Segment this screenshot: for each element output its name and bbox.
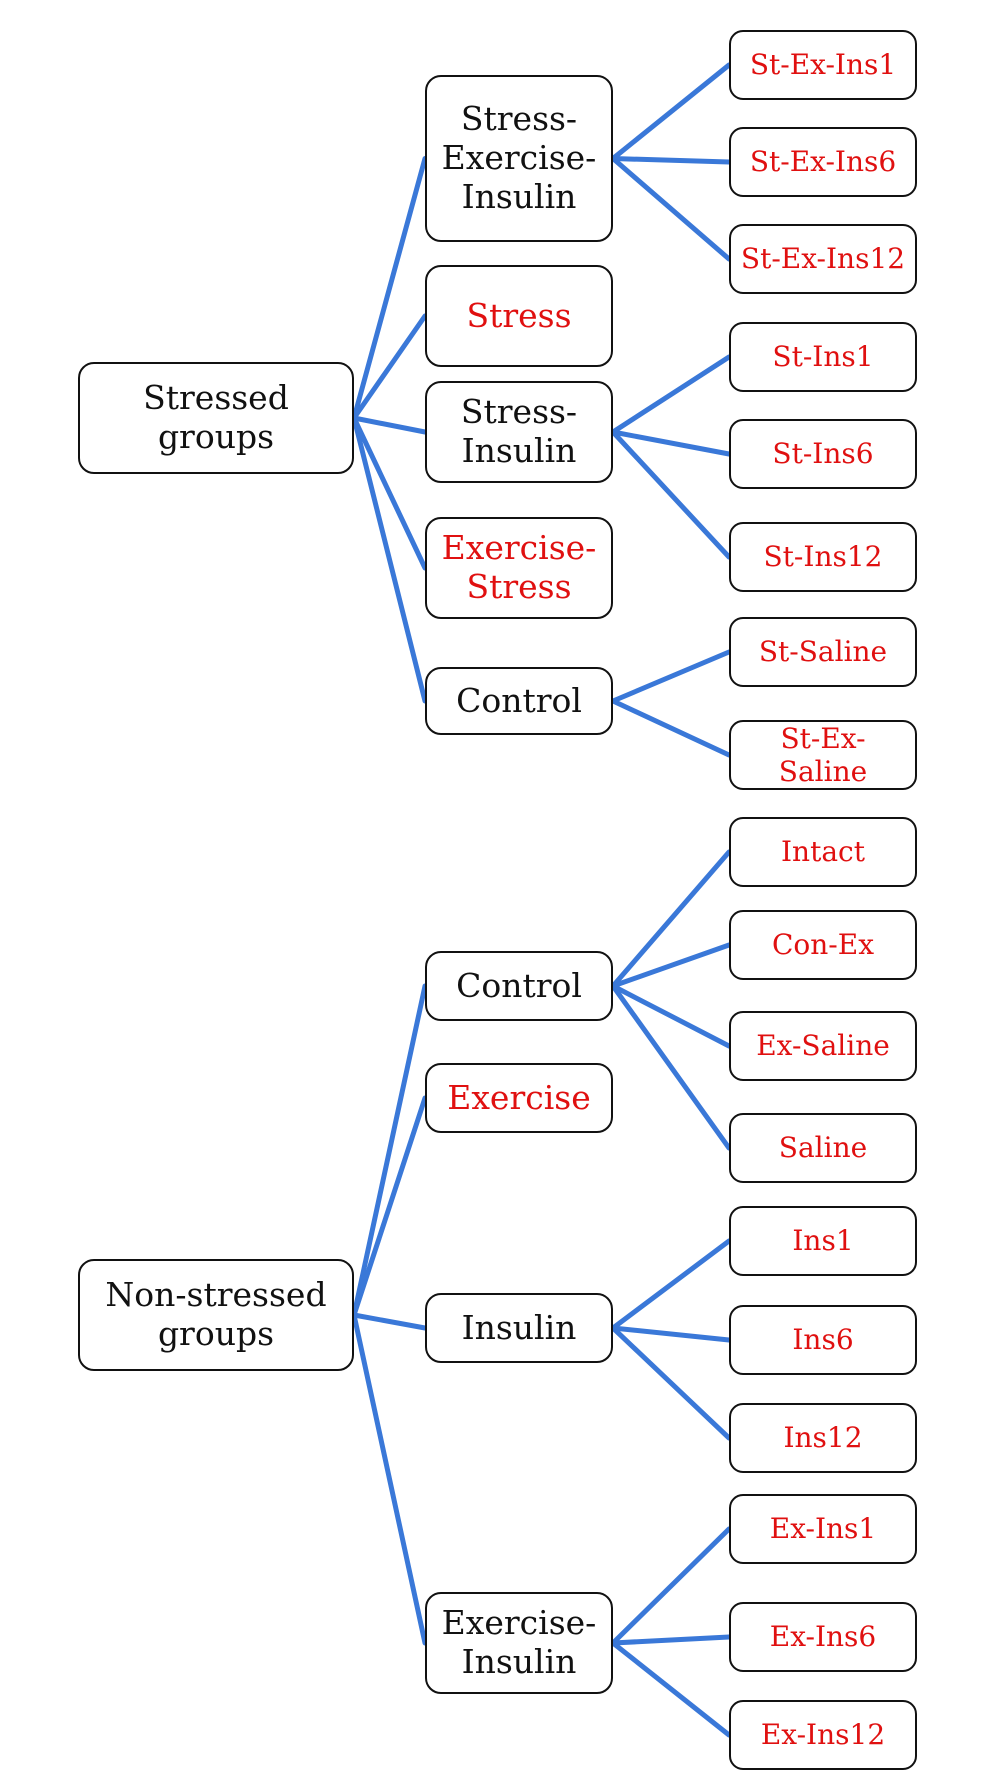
leaf-st-ins6: St-Ins6	[729, 419, 917, 489]
edge-control-non-stressed-leaf-0	[610, 849, 732, 989]
edge-control-non-stressed-leaf-3	[610, 983, 732, 1151]
leaf-ex-ins12: Ex-Ins12	[729, 1700, 917, 1770]
group-stress-insulin: Stress- Insulin	[425, 381, 613, 483]
edge-stress-exercise-insulin-leaf-1	[610, 156, 732, 165]
edge-stress-exercise-insulin-leaf-0	[610, 62, 732, 161]
group-stress-exercise-insulin: Stress- Exercise- Insulin	[425, 75, 613, 242]
edge-stressed-exercise-stress	[351, 415, 428, 571]
edge-control-stressed-leaf-1	[610, 698, 732, 758]
root-non-stressed-groups: Non-stressed groups	[78, 1259, 354, 1371]
leaf-ex-saline: Ex-Saline	[729, 1011, 917, 1081]
leaf-st-ins1: St-Ins1	[729, 322, 917, 392]
group-exercise: Exercise	[425, 1063, 613, 1133]
leaf-intact: Intact	[729, 817, 917, 887]
leaf-saline: Saline	[729, 1113, 917, 1183]
leaf-st-ex-ins1: St-Ex-Ins1	[729, 30, 917, 100]
group-control-non-stressed: Control	[425, 951, 613, 1021]
group-stress: Stress	[425, 265, 613, 367]
edge-control-stressed-leaf-0	[610, 649, 732, 704]
leaf-st-ins12: St-Ins12	[729, 522, 917, 592]
group-insulin: Insulin	[425, 1293, 613, 1363]
edge-exercise-insulin-leaf-2	[610, 1640, 732, 1738]
edge-non-stressed-exercise	[351, 1095, 428, 1318]
edge-exercise-insulin-leaf-1	[610, 1634, 732, 1646]
edge-stressed-stress-insulin	[351, 415, 428, 435]
leaf-st-ex-ins12: St-Ex-Ins12	[729, 224, 917, 294]
edge-insulin-leaf-0	[610, 1238, 732, 1331]
edge-stress-insulin-leaf-2	[610, 429, 732, 560]
edge-non-stressed-exercise-insulin	[351, 1312, 428, 1646]
group-exercise-insulin: Exercise- Insulin	[425, 1592, 613, 1694]
leaf-con-ex: Con-Ex	[729, 910, 917, 980]
leaf-ins1: Ins1	[729, 1206, 917, 1276]
root-stressed-groups: Stressed groups	[78, 362, 354, 474]
leaf-ins12: Ins12	[729, 1403, 917, 1473]
edge-insulin-leaf-2	[610, 1325, 732, 1441]
group-exercise-stress: Exercise- Stress	[425, 517, 613, 619]
edge-control-non-stressed-leaf-2	[610, 983, 732, 1049]
edge-stressed-stress-exercise-insulin	[351, 156, 428, 421]
edge-non-stressed-control-non-stressed	[351, 983, 428, 1318]
edge-stress-insulin-leaf-1	[610, 429, 732, 457]
edge-exercise-insulin-leaf-0	[610, 1526, 732, 1646]
leaf-st-ex-ins6: St-Ex-Ins6	[729, 127, 917, 197]
leaf-ex-ins6: Ex-Ins6	[729, 1602, 917, 1672]
edge-non-stressed-insulin	[351, 1312, 428, 1331]
edge-insulin-leaf-1	[610, 1325, 732, 1343]
leaf-ins6: Ins6	[729, 1305, 917, 1375]
edge-stress-exercise-insulin-leaf-2	[610, 156, 732, 262]
leaf-st-ex-saline: St-Ex-Saline	[729, 720, 917, 790]
edge-control-non-stressed-leaf-1	[610, 942, 732, 989]
leaf-st-saline: St-Saline	[729, 617, 917, 687]
group-control-stressed: Control	[425, 667, 613, 735]
edge-stressed-stress	[351, 313, 428, 421]
edge-stressed-control-stressed	[351, 415, 428, 704]
leaf-ex-ins1: Ex-Ins1	[729, 1494, 917, 1564]
edge-stress-insulin-leaf-0	[610, 354, 732, 435]
